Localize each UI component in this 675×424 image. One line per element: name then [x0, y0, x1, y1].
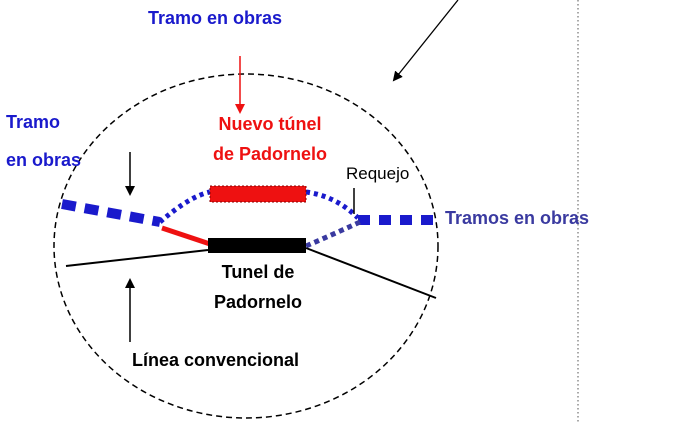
new-alignment-right-curve — [305, 189, 360, 220]
works-section-left — [61, 199, 161, 227]
circle-pointer-arrow — [392, 0, 459, 82]
zoom-circle — [53, 73, 439, 419]
label-tramos-en-obras: Tramos en obras — [445, 208, 590, 228]
connection-lower-right-curve — [305, 219, 362, 249]
red-connection — [161, 225, 211, 247]
label-nuevo-tunel-line2: de Padornelo — [212, 144, 328, 164]
label-tramo-en-obras-top: Tramo en obras — [148, 8, 283, 28]
label-tramo-left-line2: en obras — [6, 150, 82, 170]
label-linea-convencional: Línea convencional — [132, 350, 300, 370]
label-nuevo-tunel-line1: Nuevo túnel — [218, 114, 322, 134]
new-tunnel-shape — [209, 185, 307, 203]
conventional-line-right — [305, 247, 437, 299]
label-tramo-left-line1: Tramo — [6, 112, 61, 132]
new-alignment-left-curve — [158, 189, 211, 224]
existing-tunnel-shape — [208, 238, 306, 253]
conventional-line-left — [65, 249, 209, 267]
label-tunel-line2: Padornelo — [213, 292, 302, 312]
label-tunel-line1: Tunel de — [221, 262, 295, 282]
label-requejo: Requejo — [346, 164, 410, 183]
